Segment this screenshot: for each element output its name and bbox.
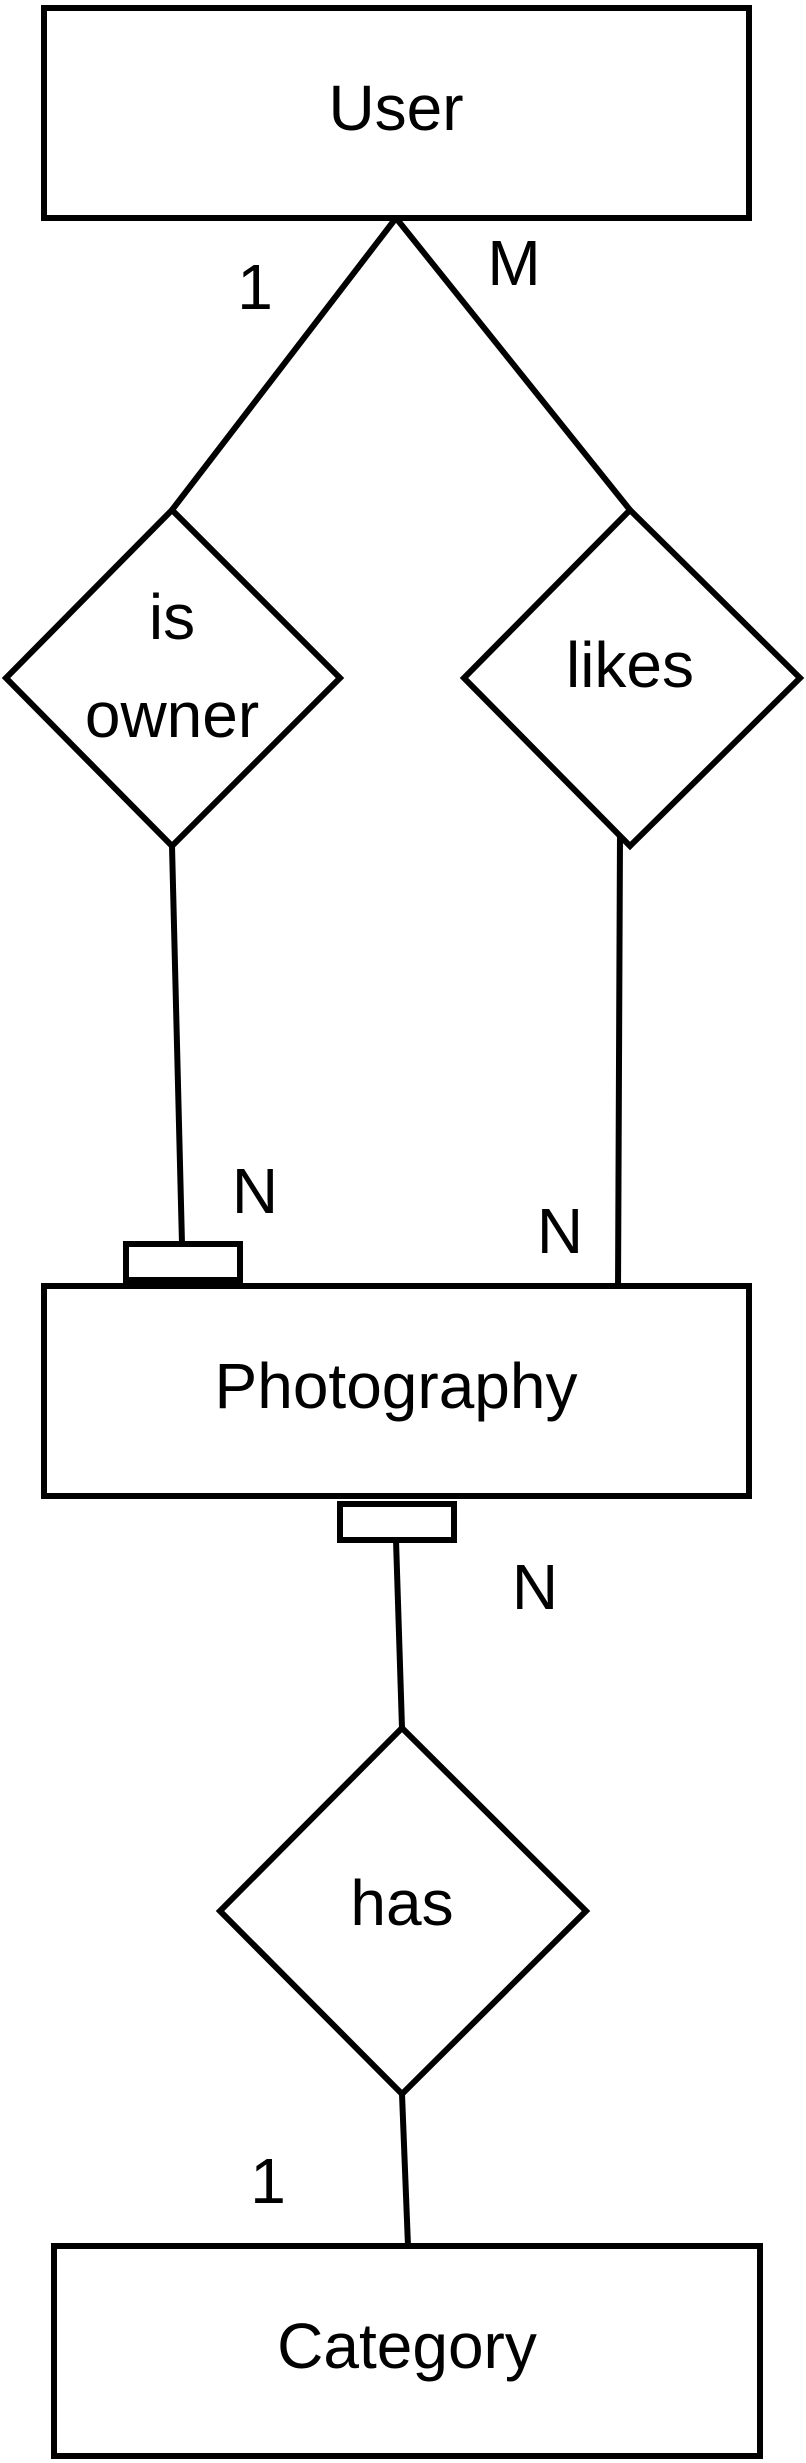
participation-marker-bottom xyxy=(337,1501,457,1543)
edge-user-likes xyxy=(393,215,633,513)
edge-likes-photography xyxy=(615,831,623,1295)
cardinality-user-likes: M xyxy=(487,227,540,299)
entity-photography: Photography xyxy=(41,1241,752,1543)
entity-user-label: User xyxy=(328,72,463,144)
relationship-is-owner: is owner xyxy=(1,505,345,851)
entity-category-label: Category xyxy=(277,2310,537,2382)
edge-user-is-owner xyxy=(169,215,399,513)
relationship-has: has xyxy=(215,1723,591,2099)
edge-has-category xyxy=(399,2091,411,2249)
relationship-is-owner-label-line2: owner xyxy=(85,679,259,751)
cardinality-photography-likes: N xyxy=(537,1195,583,1267)
relationship-has-label: has xyxy=(350,1867,453,1939)
edge-photography-has xyxy=(393,1537,405,1731)
cardinality-category-has: 1 xyxy=(250,2145,286,2217)
relationship-is-owner-label-line1: is xyxy=(149,581,195,653)
relationship-likes: likes xyxy=(459,505,805,851)
edge-is-owner-photography xyxy=(169,843,185,1247)
cardinality-photography-has: N xyxy=(512,1551,558,1623)
entity-category: Category xyxy=(51,2243,763,2459)
cardinality-photography-is-owner: N xyxy=(232,1155,278,1227)
entity-user: User xyxy=(41,5,752,221)
cardinality-user-is-owner: 1 xyxy=(237,251,273,323)
relationship-likes-label: likes xyxy=(566,629,694,701)
entity-photography-label: Photography xyxy=(215,1350,578,1422)
participation-marker-top xyxy=(123,1241,243,1283)
